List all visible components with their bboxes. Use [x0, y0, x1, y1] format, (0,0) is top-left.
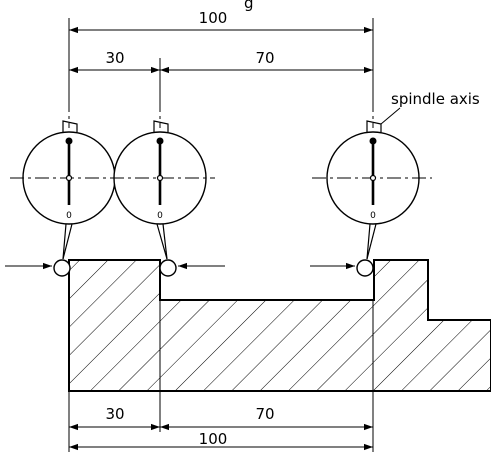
probe-ball [159, 259, 177, 277]
top-dimensions: 100 30 70 [69, 9, 373, 74]
probe-stem [162, 223, 168, 260]
probe-ball [356, 259, 374, 277]
probe-stem [366, 223, 377, 260]
dim-bottom-total: 100 [199, 430, 228, 448]
dial-spindle-cap [153, 120, 169, 132]
dial-needle-tip [369, 137, 377, 145]
dial-zero-label: 0 [66, 211, 72, 221]
bottom-dimensions: 30 70 100 [69, 405, 373, 451]
dial-needle-tip [156, 137, 164, 145]
probe-stem [156, 223, 168, 260]
dial-hub [369, 174, 377, 182]
dial-hub [156, 174, 164, 182]
probe-stem [62, 223, 67, 260]
probe-stem [366, 223, 371, 260]
spindle-axis-label: spindle axis [391, 90, 480, 108]
dim-top-left: 30 [105, 49, 124, 67]
title-fragment: g [244, 0, 254, 12]
dial-zero-label: 0 [370, 211, 376, 221]
dim-top-total: 100 [199, 9, 228, 27]
callout-leader [380, 107, 401, 125]
dial-indicator-left: 0 [5, 120, 125, 277]
probe-stem [62, 223, 73, 260]
dial-indicator-right: 0 [310, 120, 432, 277]
dial-zero-label: 0 [157, 211, 163, 221]
dial-needle-tip [65, 137, 73, 145]
workpiece [68, 259, 491, 392]
dial-face [326, 131, 420, 225]
spindle-axis-callout: spindle axis [380, 90, 480, 125]
dial-spindle-cap [366, 120, 382, 132]
dim-bottom-right: 70 [255, 405, 274, 423]
dim-top-right: 70 [255, 49, 274, 67]
probe-ball [53, 259, 71, 277]
dim-bottom-left: 30 [105, 405, 124, 423]
dial-indicator-middle: 0 [110, 120, 225, 277]
dial-spindle-cap [62, 120, 78, 132]
workpiece-hatching [68, 259, 491, 392]
dial-hub [65, 174, 73, 182]
